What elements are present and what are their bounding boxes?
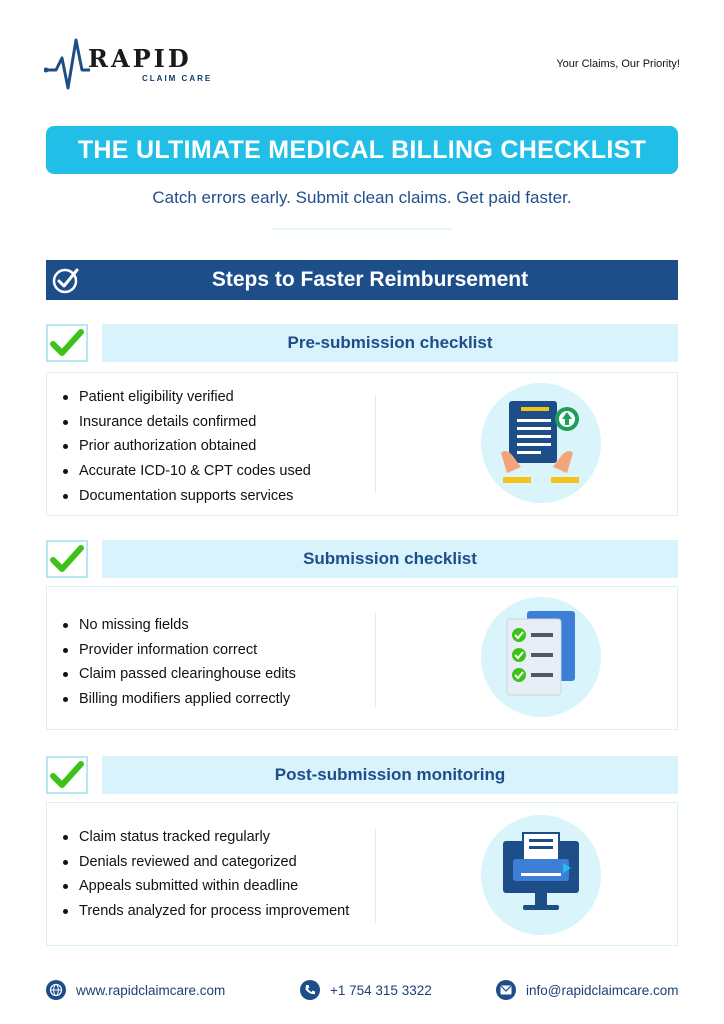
list-item: Claim passed clearinghouse edits: [61, 662, 296, 687]
document-upload-icon: [481, 383, 601, 503]
steps-banner: Steps to Faster Reimbursement: [46, 260, 678, 300]
brand-name: RAPID: [88, 44, 192, 73]
checklist: Claim status tracked regularly Denials r…: [61, 825, 349, 924]
list-item: Insurance details confirmed: [61, 410, 311, 435]
steps-title: Steps to Faster Reimbursement: [211, 268, 529, 291]
phone-number[interactable]: +1 754 315 3322: [330, 982, 432, 998]
separator: [375, 829, 376, 923]
list-item: Appeals submitted within deadline: [61, 874, 349, 899]
section-header-submission: Submission checklist: [102, 540, 678, 578]
list-item: Trends analyzed for process improvement: [61, 899, 349, 924]
tagline: Your Claims, Our Priority!: [556, 58, 680, 70]
footer-phone[interactable]: +1 754 315 3322: [300, 980, 432, 1000]
list-item: Documentation supports services: [61, 484, 311, 509]
divider: [272, 228, 452, 230]
globe-icon: [46, 980, 66, 1000]
page-subtitle: Catch errors early. Submit clean claims.…: [152, 188, 572, 207]
page-title: THE ULTIMATE MEDICAL BILLING CHECKLIST: [77, 135, 647, 164]
phone-icon: [300, 980, 320, 1000]
list-item: Billing modifiers applied correctly: [61, 687, 296, 712]
title-banner: THE ULTIMATE MEDICAL BILLING CHECKLIST: [46, 126, 678, 174]
list-item: Denials reviewed and categorized: [61, 850, 349, 875]
checklist: Patient eligibility verified Insurance d…: [61, 385, 311, 508]
list-item: Patient eligibility verified: [61, 385, 311, 410]
list-item: Prior authorization obtained: [61, 434, 311, 459]
monitor-printer-icon: [481, 815, 601, 935]
checklist: No missing fields Provider information c…: [61, 613, 296, 712]
section-header-post-submission: Post-submission monitoring: [102, 756, 678, 794]
section-check-icon: [46, 324, 88, 362]
section-body-pre-submission: Patient eligibility verified Insurance d…: [46, 372, 678, 516]
website-link[interactable]: www.rapidclaimcare.com: [76, 982, 226, 998]
checkmark-circle-icon: [46, 260, 86, 300]
section-body-post-submission: Claim status tracked regularly Denials r…: [46, 802, 678, 946]
footer-email[interactable]: info@rapidclaimcare.com: [496, 980, 679, 1000]
separator: [375, 395, 376, 493]
email-icon: [496, 980, 516, 1000]
section-check-icon: [46, 540, 88, 578]
list-item: Accurate ICD-10 & CPT codes used: [61, 459, 311, 484]
company-logo: RAPID CLAIM CARE: [44, 38, 214, 92]
list-item: Claim status tracked regularly: [61, 825, 349, 850]
list-item: No missing fields: [61, 613, 296, 638]
section-check-icon: [46, 756, 88, 794]
section-title: Post-submission monitoring: [274, 765, 506, 784]
brand-subtitle: CLAIM CARE: [142, 74, 213, 83]
checklist-documents-icon: [481, 597, 601, 717]
heartbeat-logo-icon: [44, 38, 90, 90]
section-title: Pre-submission checklist: [287, 333, 493, 352]
section-header-pre-submission: Pre-submission checklist: [102, 324, 678, 362]
section-title: Submission checklist: [303, 549, 477, 568]
email-address[interactable]: info@rapidclaimcare.com: [526, 982, 679, 998]
list-item: Provider information correct: [61, 638, 296, 663]
footer-website[interactable]: www.rapidclaimcare.com: [46, 980, 225, 1000]
section-body-submission: No missing fields Provider information c…: [46, 586, 678, 730]
separator: [375, 613, 376, 707]
